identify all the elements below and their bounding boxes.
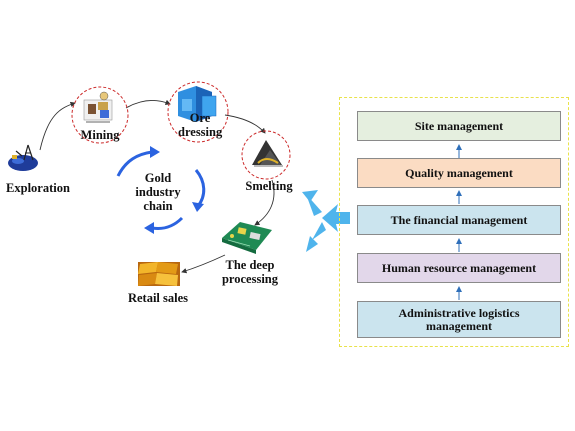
stage-label-smelting: Smelting	[245, 179, 293, 193]
box-admin-logistics-management: Administrative logistics management	[357, 301, 561, 338]
mining-icon	[83, 91, 113, 123]
stage-label-deep-processing: The deep processing	[221, 258, 279, 286]
chain-center-label: Gold industry chain	[135, 171, 181, 213]
box-site-management: Site management	[357, 111, 561, 141]
exploration-icon	[8, 144, 38, 171]
stage-label-exploration: Exploration	[6, 181, 70, 195]
ore-dressing-icon	[178, 86, 217, 122]
flow-arrow-ore-smelting	[224, 114, 266, 134]
box-human-resource-management: Human resource management	[357, 253, 561, 283]
stage-label-retail-sales: Retail sales	[127, 291, 189, 305]
branch-arrow-icon	[302, 190, 350, 252]
box-financial-management: The financial management	[357, 205, 561, 235]
mining-ring	[71, 86, 129, 144]
chain-cycle-arrows	[116, 146, 206, 234]
flow-arrow-smelting-deep	[254, 179, 275, 226]
flow-arrow-deep-retail	[181, 254, 226, 274]
stage-label-ore-dressing: Ore dressing	[178, 111, 223, 139]
retail-sales-icon	[138, 262, 180, 286]
smelting-icon	[252, 140, 283, 167]
stage-label-mining: Mining	[80, 128, 120, 142]
smelting-ring	[241, 130, 291, 180]
box-quality-management: Quality management	[357, 158, 561, 188]
deep-processing-icon	[222, 222, 272, 254]
ore-dressing-ring	[167, 81, 229, 143]
management-frame	[339, 97, 569, 347]
flow-arrow-exploration-mining	[39, 101, 76, 151]
flow-arrow-mining-ore	[125, 99, 171, 109]
